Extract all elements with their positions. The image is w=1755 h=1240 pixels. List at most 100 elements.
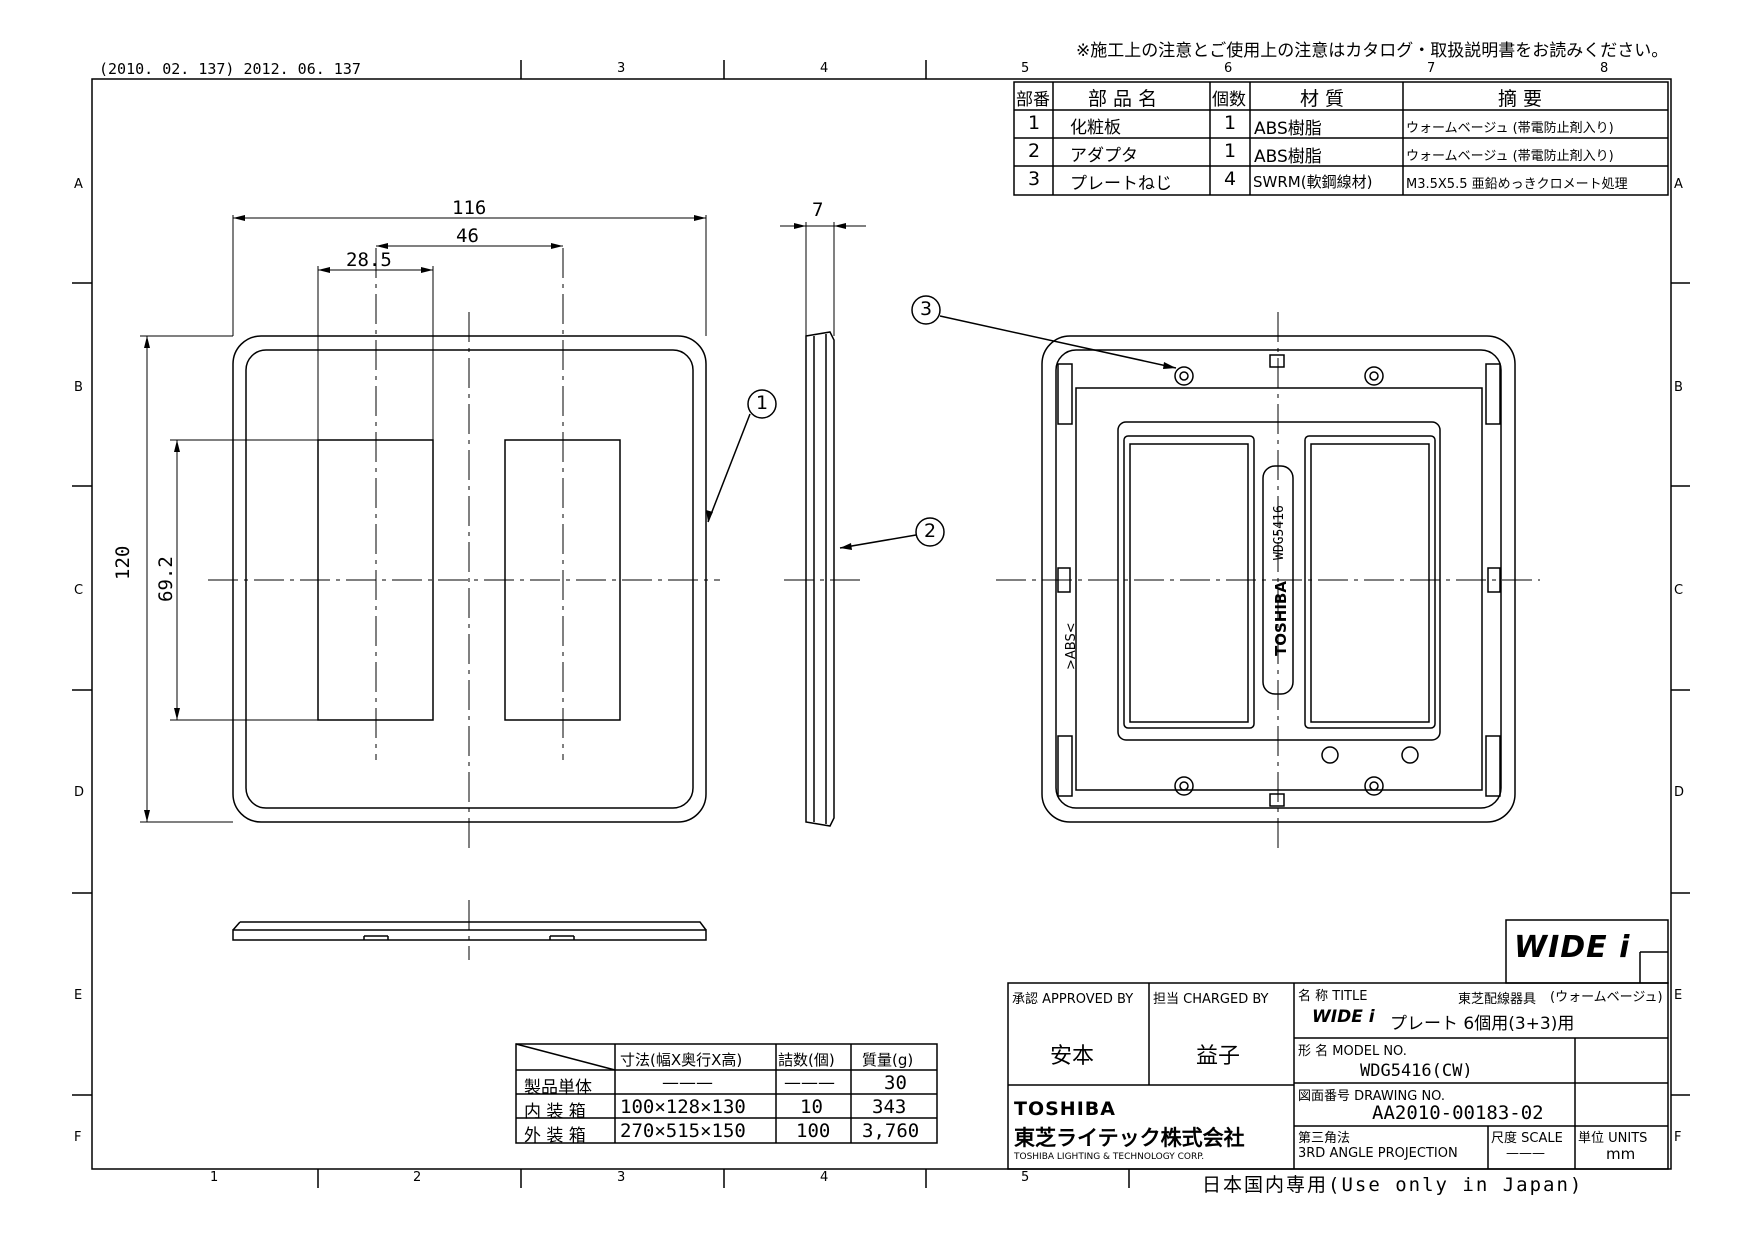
parts-row1-qty: 1: [1224, 112, 1237, 134]
callout-1: 1: [756, 392, 769, 414]
drawing-number: AA2010-00183-02: [1372, 1102, 1544, 1124]
parts-header-note: 摘 要: [1498, 88, 1543, 110]
parts-row3-note: M3.5X5.5 亜鉛めっきクロメート処理: [1406, 177, 1628, 192]
model-label: 形 名 MODEL NO.: [1298, 1044, 1407, 1059]
front-centerlines: [208, 248, 720, 850]
units-label: 単位 UNITS: [1578, 1131, 1648, 1146]
title-label: 名 称 TITLE: [1298, 989, 1368, 1004]
parts-row3-name: プレートねじ: [1070, 174, 1172, 194]
pack-row3-weight: 3,760: [862, 1120, 920, 1142]
dim-height: 120: [112, 545, 134, 580]
grid-bottom-5: 5: [1021, 1170, 1030, 1185]
title-brand: WIDE i: [1312, 1007, 1375, 1027]
back-brand-mark: TOSHIBA: [1272, 581, 1290, 656]
title-category: 東芝配線器具: [1458, 992, 1537, 1007]
pack-header-dims: 寸法(幅X奥行X高): [620, 1051, 743, 1069]
wide-i-logo: WIDE i: [1514, 930, 1631, 965]
notice-text: ※施工上の注意とご使用上の注意はカタログ・取扱説明書をお読みください。: [1076, 41, 1669, 61]
projection-label: 第三角法: [1298, 1131, 1351, 1146]
grid-bottom-3: 3: [617, 1170, 626, 1185]
parts-row2-material: ABS樹脂: [1254, 147, 1322, 167]
parts-table-grid: [1013, 81, 1669, 196]
grid-right-C: C: [1674, 583, 1684, 598]
pack-row1-label: 製品単体: [524, 1078, 592, 1098]
grid-bottom-1: 1: [210, 1170, 219, 1185]
grid-right-A: A: [1674, 177, 1683, 192]
grid-top-5: 5: [1021, 61, 1030, 76]
parts-row1-no: 1: [1028, 112, 1041, 134]
parts-row1-name: 化粧板: [1070, 118, 1121, 138]
scale-label: 尺度 SCALE: [1491, 1131, 1563, 1146]
dim-opening-height: 69.2: [155, 556, 177, 602]
parts-header-no: 部番: [1016, 90, 1050, 110]
revision-text: (2010. 02. 137) 2012. 06. 137: [99, 60, 361, 78]
grid-bottom-4: 4: [820, 1170, 829, 1185]
pack-header-qty: 詰数(個): [778, 1051, 835, 1069]
dim-depth: 7: [812, 199, 824, 221]
units-value: mm: [1606, 1145, 1636, 1163]
title-color-note: (ウォームベージュ): [1550, 990, 1663, 1005]
grid-bottom-2: 2: [413, 1170, 422, 1185]
drawing-label: 図面番号 DRAWING NO.: [1298, 1089, 1446, 1104]
parts-row2-name: アダプタ: [1070, 146, 1138, 166]
callout-2: 2: [924, 520, 937, 542]
company-name-jp: 東芝ライテック株式会社: [1014, 1126, 1245, 1150]
charged-name: 益子: [1196, 1044, 1241, 1069]
callout-1-circle: [747, 389, 777, 419]
packaging-table-grid: [515, 1043, 938, 1144]
grid-left-F: F: [74, 1130, 82, 1145]
side-view: [805, 331, 835, 827]
dim-pitch: 46: [456, 225, 479, 247]
title-block-grid: [1007, 919, 1669, 1170]
grid-right-E: E: [1674, 988, 1683, 1003]
bottom-view: [232, 921, 707, 941]
grid-top-6: 6: [1224, 61, 1233, 76]
pack-row1-weight: 30: [884, 1072, 907, 1094]
front-dimensions: [140, 215, 707, 823]
pack-row3-qty: 100: [796, 1120, 831, 1142]
charged-label: 担当 CHARGED BY: [1153, 992, 1269, 1007]
grid-right-F: F: [1674, 1130, 1682, 1145]
parts-row2-no: 2: [1028, 140, 1041, 162]
callout-2-circle: [915, 517, 945, 547]
parts-row3-qty: 4: [1224, 168, 1237, 190]
pack-row1-qty: ———: [784, 1073, 835, 1093]
pack-row2-weight: 343: [872, 1096, 907, 1118]
parts-row2-note: ウォームベージュ (帯電防止剤入り): [1406, 149, 1614, 164]
parts-row3-no: 3: [1028, 168, 1041, 190]
dim-opening: 28.5: [346, 249, 392, 271]
approved-label: 承認 APPROVED BY: [1012, 992, 1134, 1007]
callout-3: 3: [920, 298, 933, 320]
parts-row3-material: SWRM(軟鋼線材): [1253, 173, 1373, 191]
grid-left-B: B: [74, 380, 83, 395]
grid-top-8: 8: [1600, 61, 1609, 76]
projection-text: 3RD ANGLE PROJECTION: [1298, 1146, 1458, 1161]
pack-row1-dims: ———: [662, 1073, 713, 1093]
grid-right-D: D: [1674, 785, 1685, 800]
pack-header-weight: 質量(g): [862, 1051, 914, 1069]
sheet-frame: [91, 78, 1672, 1170]
approved-name: 安本: [1050, 1044, 1095, 1069]
title-text: プレート 6個用(3+3)用: [1390, 1014, 1575, 1034]
back-material-mark: >ABS<: [1064, 622, 1079, 670]
parts-header-name: 部 品 名: [1088, 88, 1158, 110]
parts-row1-material: ABS樹脂: [1254, 119, 1322, 139]
pack-row2-dims: 100×128×130: [620, 1096, 746, 1118]
back-model-mark: WDG5416: [1272, 505, 1287, 560]
callout-leaders: [707, 295, 1177, 549]
grid-left-C: C: [74, 583, 84, 598]
scale-value: ———: [1506, 1146, 1545, 1161]
dim-width: 116: [452, 197, 487, 219]
parts-header-material: 材 質: [1300, 88, 1345, 110]
grid-top-3: 3: [617, 61, 626, 76]
grid-top-7: 7: [1427, 61, 1436, 76]
pack-row3-label: 外 装 箱: [524, 1126, 586, 1146]
parts-row1-note: ウォームベージュ (帯電防止剤入り): [1406, 121, 1614, 136]
grid-left-E: E: [74, 988, 83, 1003]
company-logo-en: TOSHIBA: [1014, 1098, 1116, 1120]
parts-row2-qty: 1: [1224, 140, 1237, 162]
grid-left-D: D: [74, 785, 85, 800]
dimension-arrows: [144, 215, 706, 822]
pack-row2-label: 内 装 箱: [524, 1102, 586, 1122]
